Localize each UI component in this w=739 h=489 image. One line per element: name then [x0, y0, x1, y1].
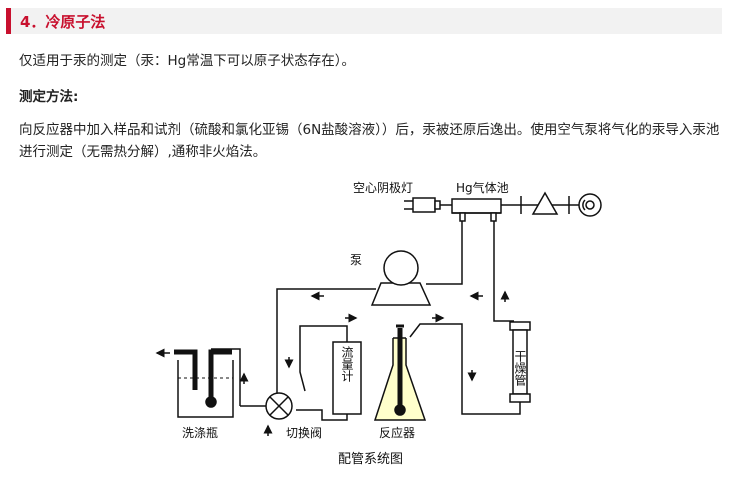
detector-icon	[578, 193, 602, 217]
pump-label: 泵	[350, 253, 362, 267]
cell-label: Hg气体池	[456, 180, 509, 195]
washer-label: 洗涤瓶	[182, 426, 218, 440]
reactor-icon	[373, 324, 427, 421]
section-heading: 4．冷原子法	[6, 8, 722, 34]
tube	[409, 323, 521, 415]
wash-bottle-icon	[174, 349, 234, 418]
monochromator-icon	[520, 191, 570, 215]
valve-label: 切换阀	[286, 426, 322, 440]
tube	[276, 288, 376, 400]
flowmeter-label: 流量计	[340, 346, 354, 382]
tube	[211, 348, 241, 406]
reactor-label: 反应器	[379, 425, 415, 440]
section-title: 4．冷原子法	[20, 12, 106, 31]
dryer-label: 干燥管	[513, 350, 527, 387]
intro-paragraph: 仅适用于汞的测定（汞：Hg常温下可以原子状态存在）。	[19, 53, 355, 69]
gas-cell-icon	[451, 198, 502, 222]
tube	[296, 409, 348, 421]
method-heading: 测定方法:	[19, 89, 79, 105]
tube	[493, 221, 514, 322]
pump-icon	[370, 250, 432, 306]
flowmeter-icon	[332, 341, 362, 415]
switching-valve-icon	[265, 392, 293, 420]
tube	[299, 325, 348, 392]
lamp-label: 空心阴极灯	[353, 181, 413, 195]
lamp-icon	[404, 197, 441, 213]
tube	[426, 221, 463, 285]
method-paragraph: 向反应器中加入样品和试剂（硫酸和氯化亚锡（6N盐酸溶液））后，汞被还原后逸出。使…	[19, 122, 720, 160]
diagram-caption: 配管系统图	[338, 452, 403, 467]
